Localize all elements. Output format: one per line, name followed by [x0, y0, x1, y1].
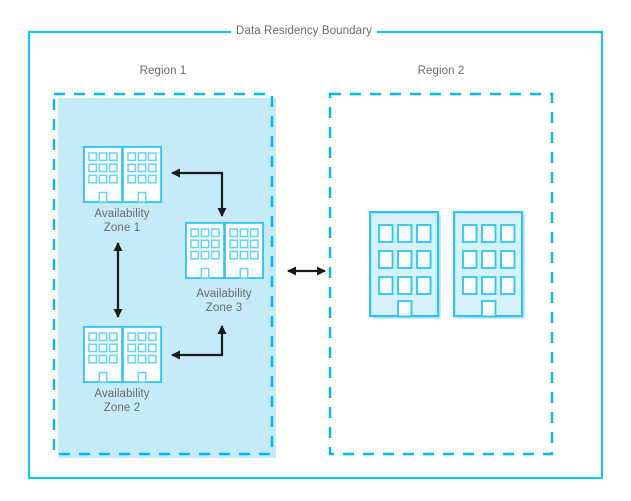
region-2-buildings [369, 211, 527, 321]
availability-zone-3-label: Availability Zone 3 [196, 288, 252, 314]
region-1-label: Region 1 [139, 65, 187, 77]
data-residency-boundary [27, 30, 604, 480]
availability-zone-3-buildings [184, 221, 265, 280]
availability-zone-2-buildings [83, 325, 163, 384]
availability-zone-1-label: Availability Zone 1 [94, 208, 150, 234]
region-2-label: Region 2 [417, 65, 465, 77]
availability-zone-2-label: Availability Zone 2 [94, 388, 150, 414]
diagram-title: Data Residency Boundary [236, 25, 372, 37]
connector-az3-to-az2 [171, 325, 227, 360]
region-1-dashed-border [52, 92, 274, 456]
availability-zone-1-buildings [83, 145, 163, 204]
connector-az3-to-az1 [171, 168, 227, 217]
region-2-dashed-border [328, 92, 554, 456]
